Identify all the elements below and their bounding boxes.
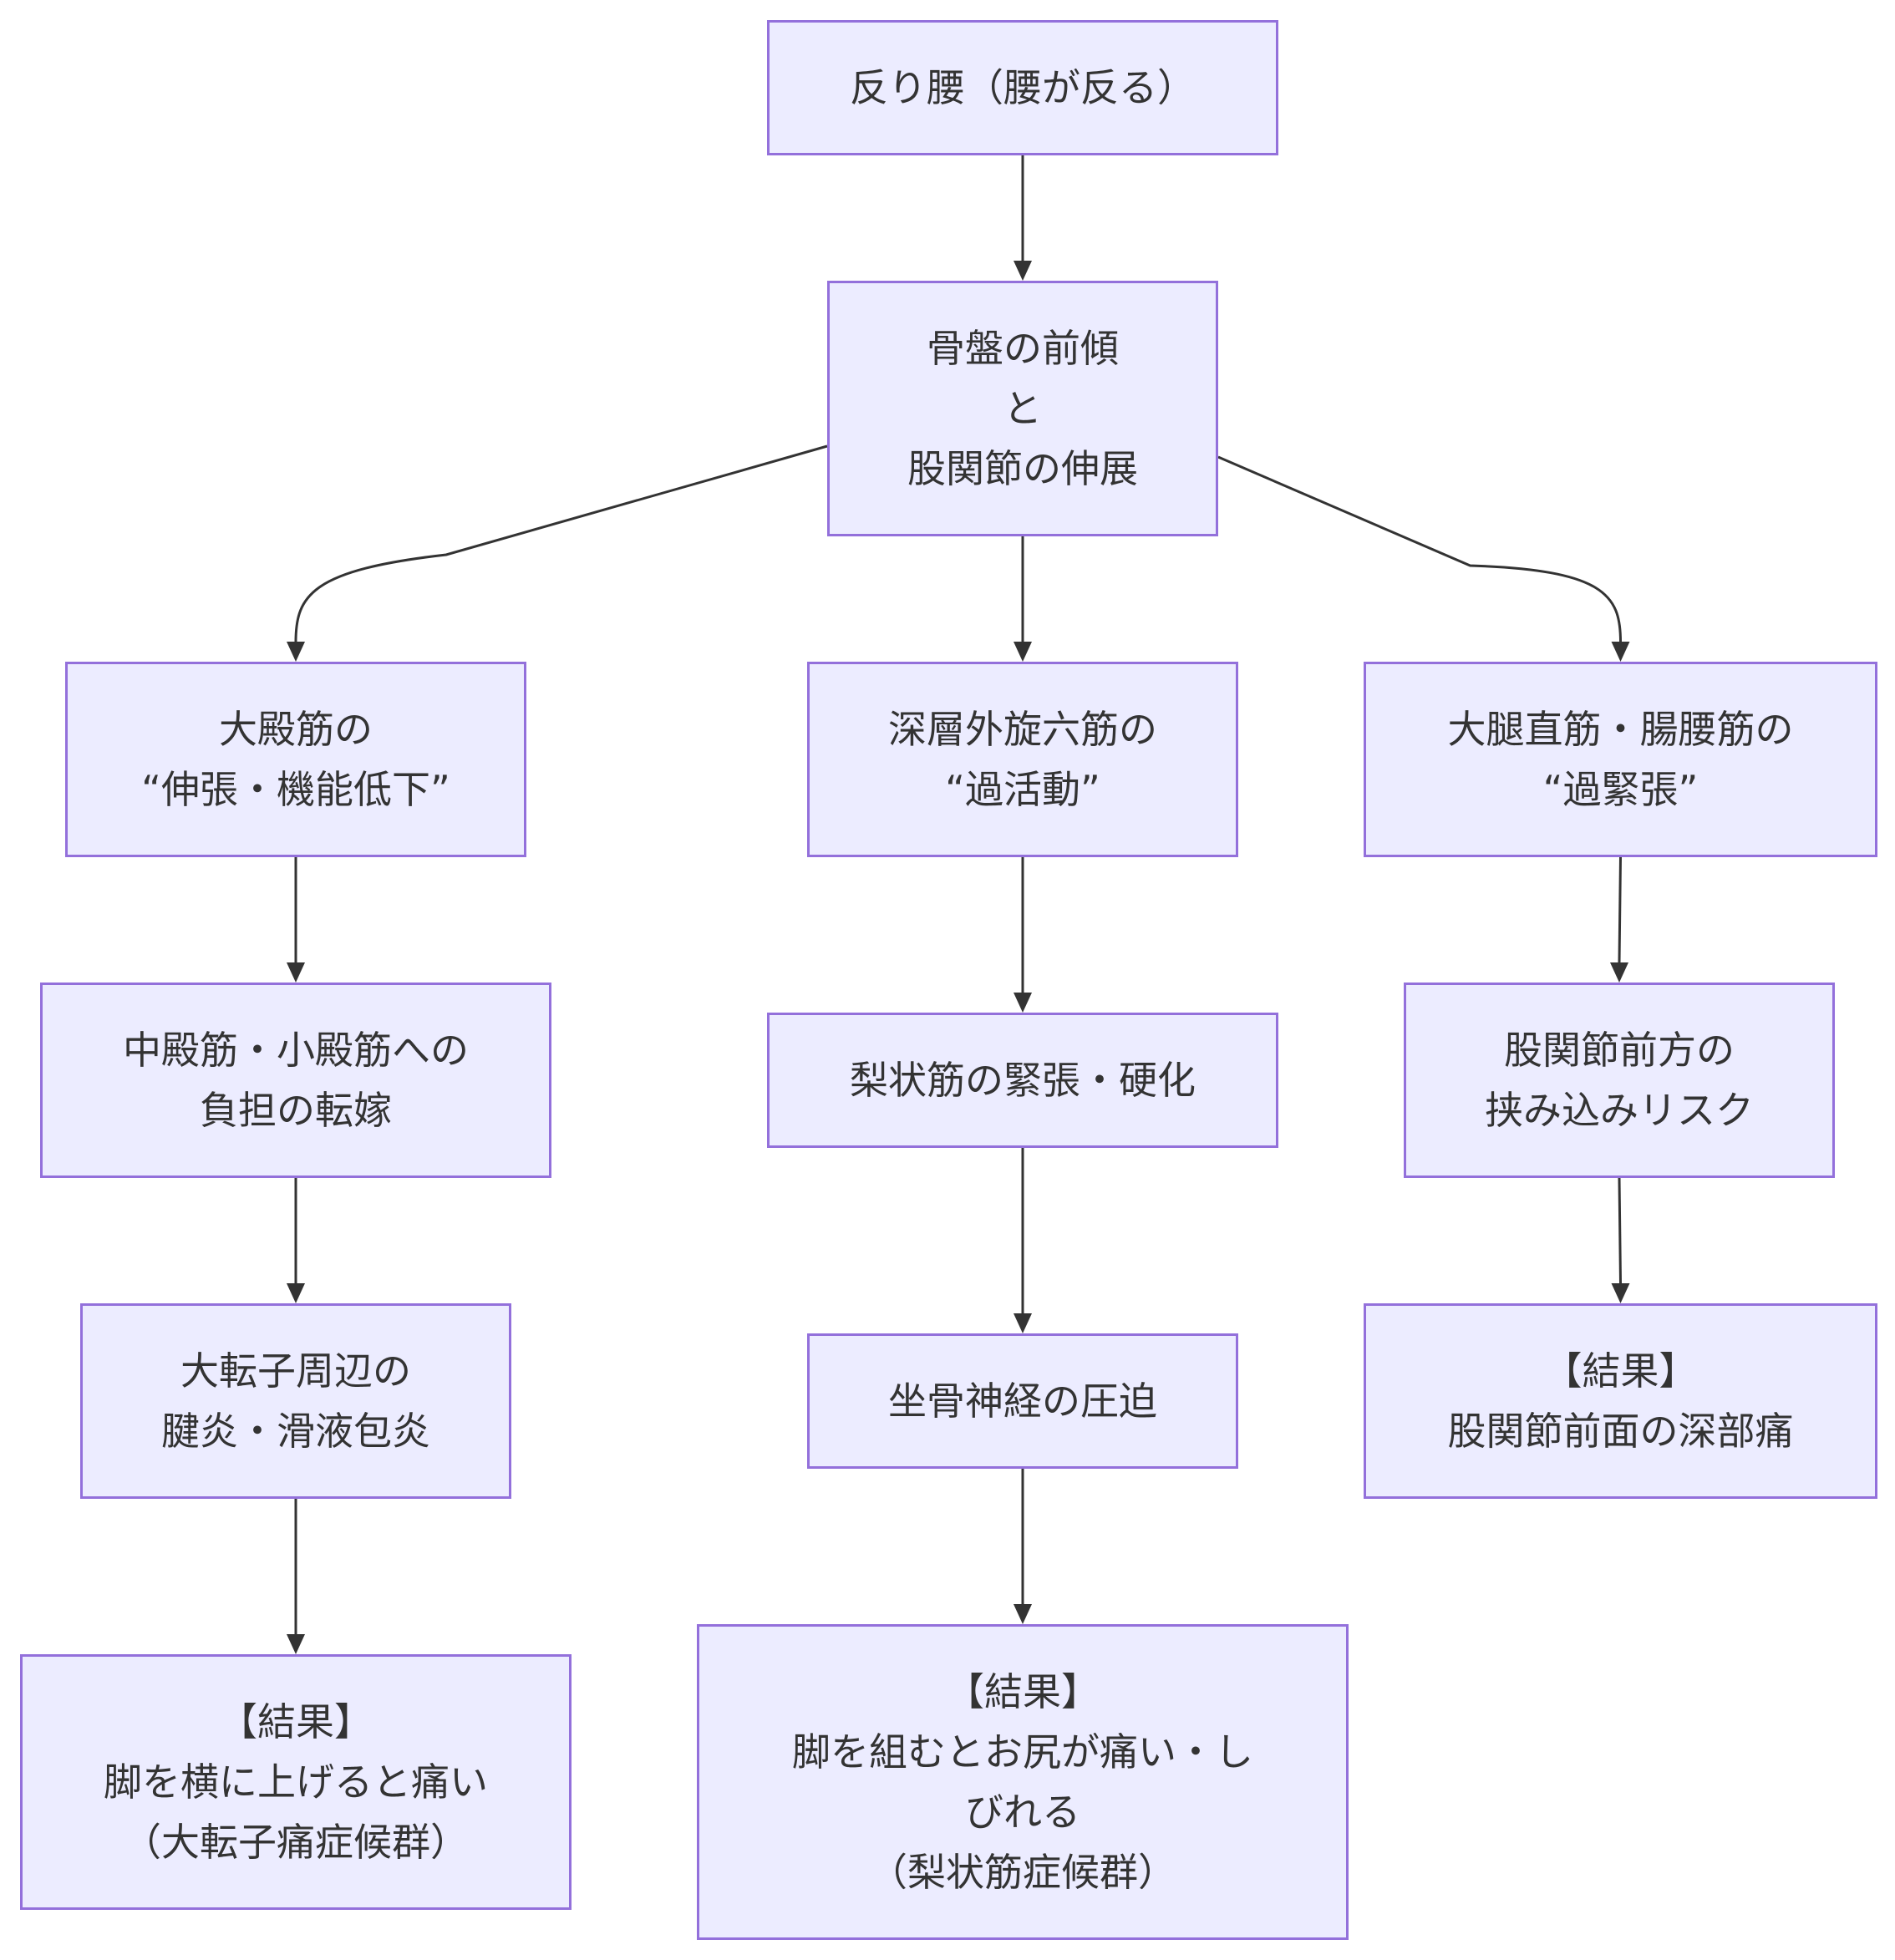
node-hip-impingement-risk: 股関節前方の 挟み込みリスク xyxy=(1404,983,1835,1178)
node-text: 大腿直筋・腸腰筋の xyxy=(1447,707,1794,752)
node-text: “過活動” xyxy=(945,767,1100,812)
arrowhead-icon xyxy=(1610,962,1628,983)
node-sciatic-compression: 坐骨神経の圧迫 xyxy=(807,1333,1238,1469)
node-text: 大転子周辺の xyxy=(180,1348,411,1394)
node-text: びれる xyxy=(965,1790,1080,1835)
node-text: と xyxy=(1003,386,1042,431)
arrowhead-icon xyxy=(1611,1283,1630,1303)
node-deep-rotators: 深層外旋六筋の “過活動” xyxy=(807,662,1238,857)
node-text: 負担の転嫁 xyxy=(200,1088,392,1133)
node-text: 腱炎・滑液包炎 xyxy=(161,1409,430,1454)
node-pelvic-tilt-hip-extension: 骨盤の前傾 と 股関節の伸展 xyxy=(827,281,1218,536)
arrowhead-icon xyxy=(1014,993,1032,1013)
node-text: 挟み込みリスク xyxy=(1485,1088,1754,1133)
node-text: 股関節の伸展 xyxy=(907,446,1138,491)
node-text: 大殿筋の xyxy=(219,707,373,752)
node-gluteus-medius-minimus: 中殿筋・小殿筋への 負担の転嫁 xyxy=(40,983,551,1178)
arrowhead-icon xyxy=(287,642,305,662)
node-text: 脚を横に上げると痛い xyxy=(104,1759,488,1805)
node-result-piriformis-syndrome: 【結果】 脚を組むとお尻が痛い・し びれる （梨状筋症候群） xyxy=(697,1624,1349,1940)
node-text: （大転子痛症候群） xyxy=(123,1820,469,1865)
edge-n2-to-r1 xyxy=(1217,455,1622,642)
node-text: 反り腰（腰が反る） xyxy=(850,65,1196,110)
arrowhead-icon xyxy=(287,1634,305,1654)
arrowhead-icon xyxy=(1014,642,1032,662)
node-text: “過緊張” xyxy=(1542,767,1699,812)
edge-n2-to-l1 xyxy=(294,444,828,642)
arrowhead-icon xyxy=(287,1283,305,1303)
node-text: 脚を組むとお尻が痛い・し xyxy=(792,1729,1253,1775)
arrowhead-icon xyxy=(1611,642,1630,662)
node-text: 梨状筋の緊張・硬化 xyxy=(850,1058,1196,1103)
node-text: “伸張・機能低下” xyxy=(141,767,450,812)
node-text: 【結果】 xyxy=(946,1669,1100,1714)
node-text: （梨状筋症候群） xyxy=(869,1850,1176,1895)
node-trochanter-tendinitis: 大転子周辺の 腱炎・滑液包炎 xyxy=(80,1303,511,1499)
node-text: 股関節前面の深部痛 xyxy=(1447,1409,1794,1454)
arrowhead-icon xyxy=(1014,1313,1032,1333)
node-lordosis: 反り腰（腰が反る） xyxy=(767,20,1278,155)
node-result-anterior-hip-pain: 【結果】 股関節前面の深部痛 xyxy=(1364,1303,1877,1499)
edge-r1-to-r2 xyxy=(1618,856,1622,963)
node-text: 中殿筋・小殿筋への xyxy=(123,1028,469,1073)
node-text: 【結果】 xyxy=(1543,1348,1698,1394)
node-text: 【結果】 xyxy=(219,1699,373,1744)
edge-r2-to-r3 xyxy=(1618,1177,1622,1284)
arrowhead-icon xyxy=(287,962,305,983)
node-rectus-femoris-iliopsoas: 大腿直筋・腸腰筋の “過緊張” xyxy=(1364,662,1877,857)
node-text: 骨盤の前傾 xyxy=(927,326,1119,371)
arrowhead-icon xyxy=(1014,261,1032,281)
node-text: 股関節前方の xyxy=(1504,1028,1735,1073)
node-gluteus-maximus: 大殿筋の “伸張・機能低下” xyxy=(65,662,526,857)
node-text: 坐骨神経の圧迫 xyxy=(888,1379,1157,1424)
node-text: 深層外旋六筋の xyxy=(888,707,1157,752)
node-result-trochanteric-pain: 【結果】 脚を横に上げると痛い （大転子痛症候群） xyxy=(20,1654,572,1910)
arrowhead-icon xyxy=(1014,1604,1032,1624)
node-piriformis-tension: 梨状筋の緊張・硬化 xyxy=(767,1013,1278,1148)
